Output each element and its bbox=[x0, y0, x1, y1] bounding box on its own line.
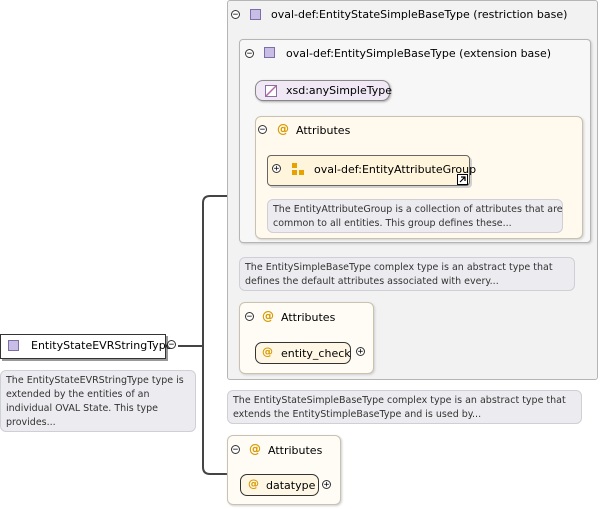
root-note: The EntityStateEVRStringType type is ext… bbox=[0, 370, 196, 432]
note-line: The EntityStateSimpleBaseType complex ty… bbox=[233, 395, 566, 406]
note-line: common to all entities. This group defin… bbox=[273, 218, 512, 229]
attributes-label: Attributes bbox=[296, 124, 351, 137]
simple-type-icon bbox=[265, 85, 277, 97]
collapse-toggle-attributes[interactable]: − bbox=[258, 125, 267, 135]
root-type-node[interactable] bbox=[0, 334, 166, 359]
note-line: provides... bbox=[6, 417, 56, 428]
attributes-label: Attributes bbox=[281, 311, 336, 324]
complex-type-icon bbox=[250, 9, 261, 20]
attributes-icon: @ bbox=[249, 442, 261, 456]
collapse-toggle-root[interactable]: − bbox=[167, 340, 176, 350]
attributes-label: Attributes bbox=[268, 444, 323, 457]
complex-type-icon bbox=[264, 47, 275, 58]
attribute-datatype-label: datatype bbox=[266, 479, 316, 492]
note-line: extended by the entities of an bbox=[6, 389, 150, 400]
expand-toggle-entity-check[interactable]: + bbox=[356, 347, 365, 357]
reference-arrow-icon bbox=[457, 174, 468, 185]
attributes-icon: @ bbox=[262, 309, 274, 323]
collapse-toggle-attributes[interactable]: − bbox=[245, 312, 254, 322]
note-line: defines the default attributes associate… bbox=[245, 276, 499, 287]
root-type-label: EntityStateEVRStringType bbox=[31, 339, 173, 352]
attribute-entity-check-label: entity_check bbox=[281, 347, 351, 360]
note-line: The EntitySimpleBaseType complex type is… bbox=[245, 262, 553, 273]
note-line: individual OVAL State. This type bbox=[6, 403, 158, 414]
collapse-toggle-attributes[interactable]: − bbox=[231, 445, 240, 455]
attribute-group-icon bbox=[292, 163, 304, 175]
extension-base-label: oval-def:EntitySimpleBaseType (extension… bbox=[286, 47, 552, 60]
note-line: The EntityAttributeGroup is a collection… bbox=[273, 204, 563, 215]
simple-type-label: xsd:anySimpleType bbox=[286, 84, 392, 97]
complex-type-icon bbox=[8, 340, 19, 351]
attribute-datatype[interactable] bbox=[240, 474, 319, 496]
attribute-icon: @ bbox=[262, 345, 273, 358]
attribute-icon: @ bbox=[248, 477, 259, 490]
restriction-base-label: oval-def:EntityStateSimpleBaseType (rest… bbox=[271, 8, 568, 21]
note-line: extends the EntityStimpleBaseType and is… bbox=[233, 409, 482, 420]
attributes-icon: @ bbox=[277, 122, 289, 136]
expand-toggle-attribute-group[interactable]: + bbox=[272, 164, 281, 174]
note-line: The EntityStateEVRStringType type is bbox=[6, 375, 184, 386]
collapse-toggle-restriction[interactable]: − bbox=[231, 10, 240, 20]
simple-type-node[interactable] bbox=[255, 80, 390, 101]
attribute-group-note: The EntityAttributeGroup is a collection… bbox=[267, 199, 563, 233]
collapse-toggle-extension[interactable]: − bbox=[245, 49, 254, 59]
extension-note: The EntitySimpleBaseType complex type is… bbox=[239, 257, 575, 291]
expand-toggle-datatype[interactable]: + bbox=[322, 480, 331, 490]
attribute-group-label: oval-def:EntityAttributeGroup bbox=[314, 163, 477, 176]
restriction-note: The EntityStateSimpleBaseType complex ty… bbox=[227, 390, 582, 424]
attribute-entity-check[interactable] bbox=[255, 342, 351, 364]
